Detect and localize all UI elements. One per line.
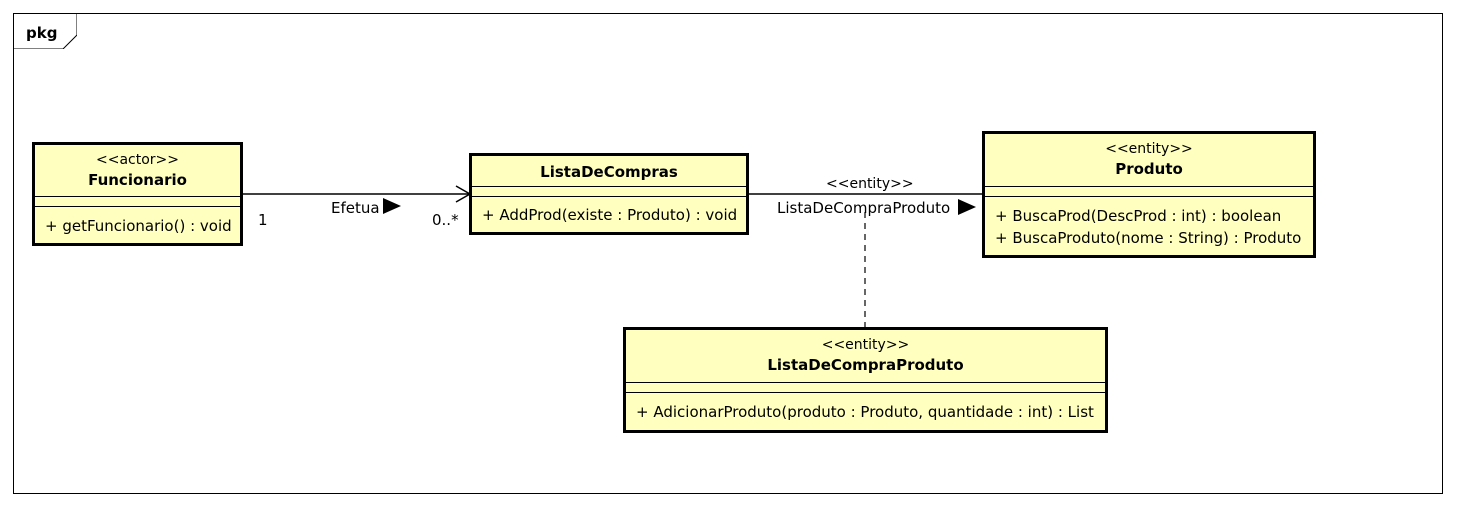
attributes-separator <box>472 186 746 187</box>
operation: + BuscaProduto(nome : String) : Produto <box>995 229 1302 247</box>
class-lista-de-compra-produto[interactable]: <<entity>> ListaDeCompraProduto + Adicio… <box>623 327 1108 433</box>
class-funcionario[interactable]: <<actor>> Funcionario + getFuncionario()… <box>32 142 243 246</box>
lista-produto-association-name: ListaDeCompraProduto <box>777 199 951 217</box>
produto-stereotype: <<entity>> <box>1105 141 1193 157</box>
operations-separator <box>626 392 1105 393</box>
attributes-separator <box>35 196 240 197</box>
lista-produto-direction-arrow <box>958 199 976 215</box>
operations-separator <box>35 206 240 207</box>
efetua-direction-arrow <box>383 198 401 214</box>
class-produto[interactable]: <<entity>> Produto + BuscaProd(DescProd … <box>982 131 1316 258</box>
operation: + getFuncionario() : void <box>45 217 232 235</box>
package-tab <box>13 13 77 49</box>
attributes-separator <box>985 186 1313 187</box>
funcionario-name: Funcionario <box>88 171 187 189</box>
efetua-target-multiplicity: 0..* <box>432 211 459 229</box>
operations-separator <box>985 196 1313 197</box>
produto-name: Produto <box>1115 160 1183 178</box>
attributes-separator <box>626 382 1105 383</box>
operations-separator <box>472 196 746 197</box>
operation: + AdicionarProduto(produto : Produto, qu… <box>636 403 1094 421</box>
efetua-association-name: Efetua <box>331 199 380 217</box>
operation: + AddProd(existe : Produto) : void <box>482 206 738 224</box>
operation: + BuscaProd(DescProd : int) : boolean <box>995 207 1282 225</box>
efetua-source-multiplicity: 1 <box>258 211 268 229</box>
funcionario-stereotype: <<actor>> <box>95 152 179 168</box>
lista-de-compra-produto-name: ListaDeCompraProduto <box>767 356 964 374</box>
lista-de-compras-name: ListaDeCompras <box>540 163 678 181</box>
lista-produto-stereotype: <<entity>> <box>826 176 914 192</box>
lista-de-compra-produto-stereotype: <<entity>> <box>821 337 910 353</box>
package-label: pkg <box>26 24 58 42</box>
package-frame <box>13 13 1443 494</box>
class-lista-de-compras[interactable]: ListaDeCompras + AddProd(existe : Produt… <box>469 153 749 235</box>
